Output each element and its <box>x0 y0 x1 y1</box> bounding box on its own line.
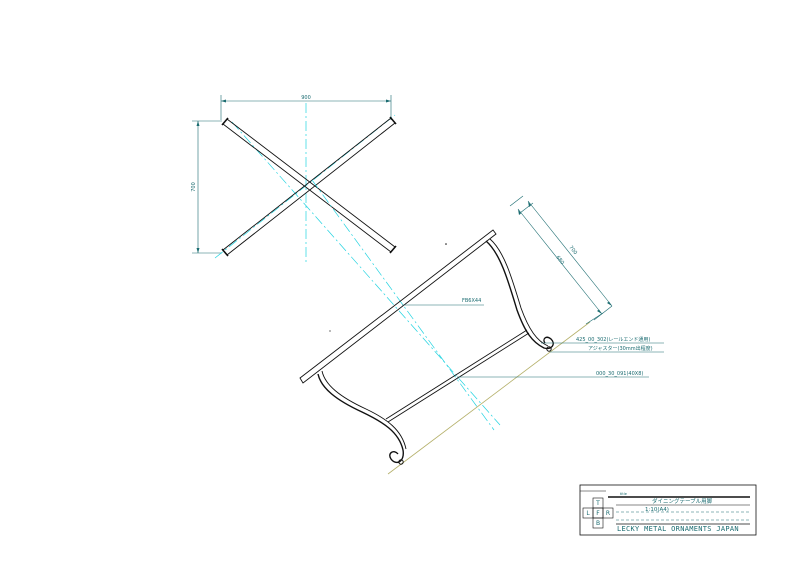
drawing-title: ダイニングテーブル用脚 <box>652 497 713 505</box>
view-letter-t: T <box>595 500 600 507</box>
top-rail <box>299 229 497 384</box>
floor-line <box>387 321 591 475</box>
x-frame-bars <box>221 116 397 257</box>
view-grid <box>582 497 614 529</box>
height-dimension-inner-label: 680 <box>554 255 565 266</box>
view-letter-f: F <box>596 510 600 517</box>
height-dimension-outer-label: 700 <box>567 245 578 256</box>
stretcher-bar <box>385 329 530 423</box>
side-centerline <box>311 179 495 431</box>
top-view: 900 700 <box>191 95 501 426</box>
company-name: LECKY METAL ORNAMENTS JAPAN <box>617 525 739 533</box>
view-letter-b: B <box>596 520 600 527</box>
title-block: title ダイニングテーブル用脚 1:10(A4) LECKY METAL O… <box>579 484 757 536</box>
height-dimension <box>509 195 613 325</box>
width-dimension-label: 900 <box>301 95 311 101</box>
callout-foot-part: 425_00_302(レールエンド通用) <box>576 336 650 343</box>
depth-dimension <box>192 120 222 254</box>
side-view: 700 680 FB6X44 425_00_302(レールエンド通用) アジャス… <box>299 179 664 475</box>
view-letter-r: R <box>606 510 610 517</box>
scroll-legs <box>317 238 554 465</box>
callout-adjuster: アジャスター(30mm出程度) <box>588 345 653 352</box>
width-dimension <box>220 95 392 120</box>
title-label: title <box>620 492 627 496</box>
depth-dimension-label: 700 <box>191 182 197 192</box>
view-letter-l: L <box>586 510 590 517</box>
drawing-scale: 1:10(A4) <box>645 507 669 513</box>
callout-top-rail: FB6X44 <box>462 298 481 304</box>
callout-leaders <box>402 304 664 378</box>
callout-stretcher: 000_30_091(40X8) <box>596 371 643 377</box>
